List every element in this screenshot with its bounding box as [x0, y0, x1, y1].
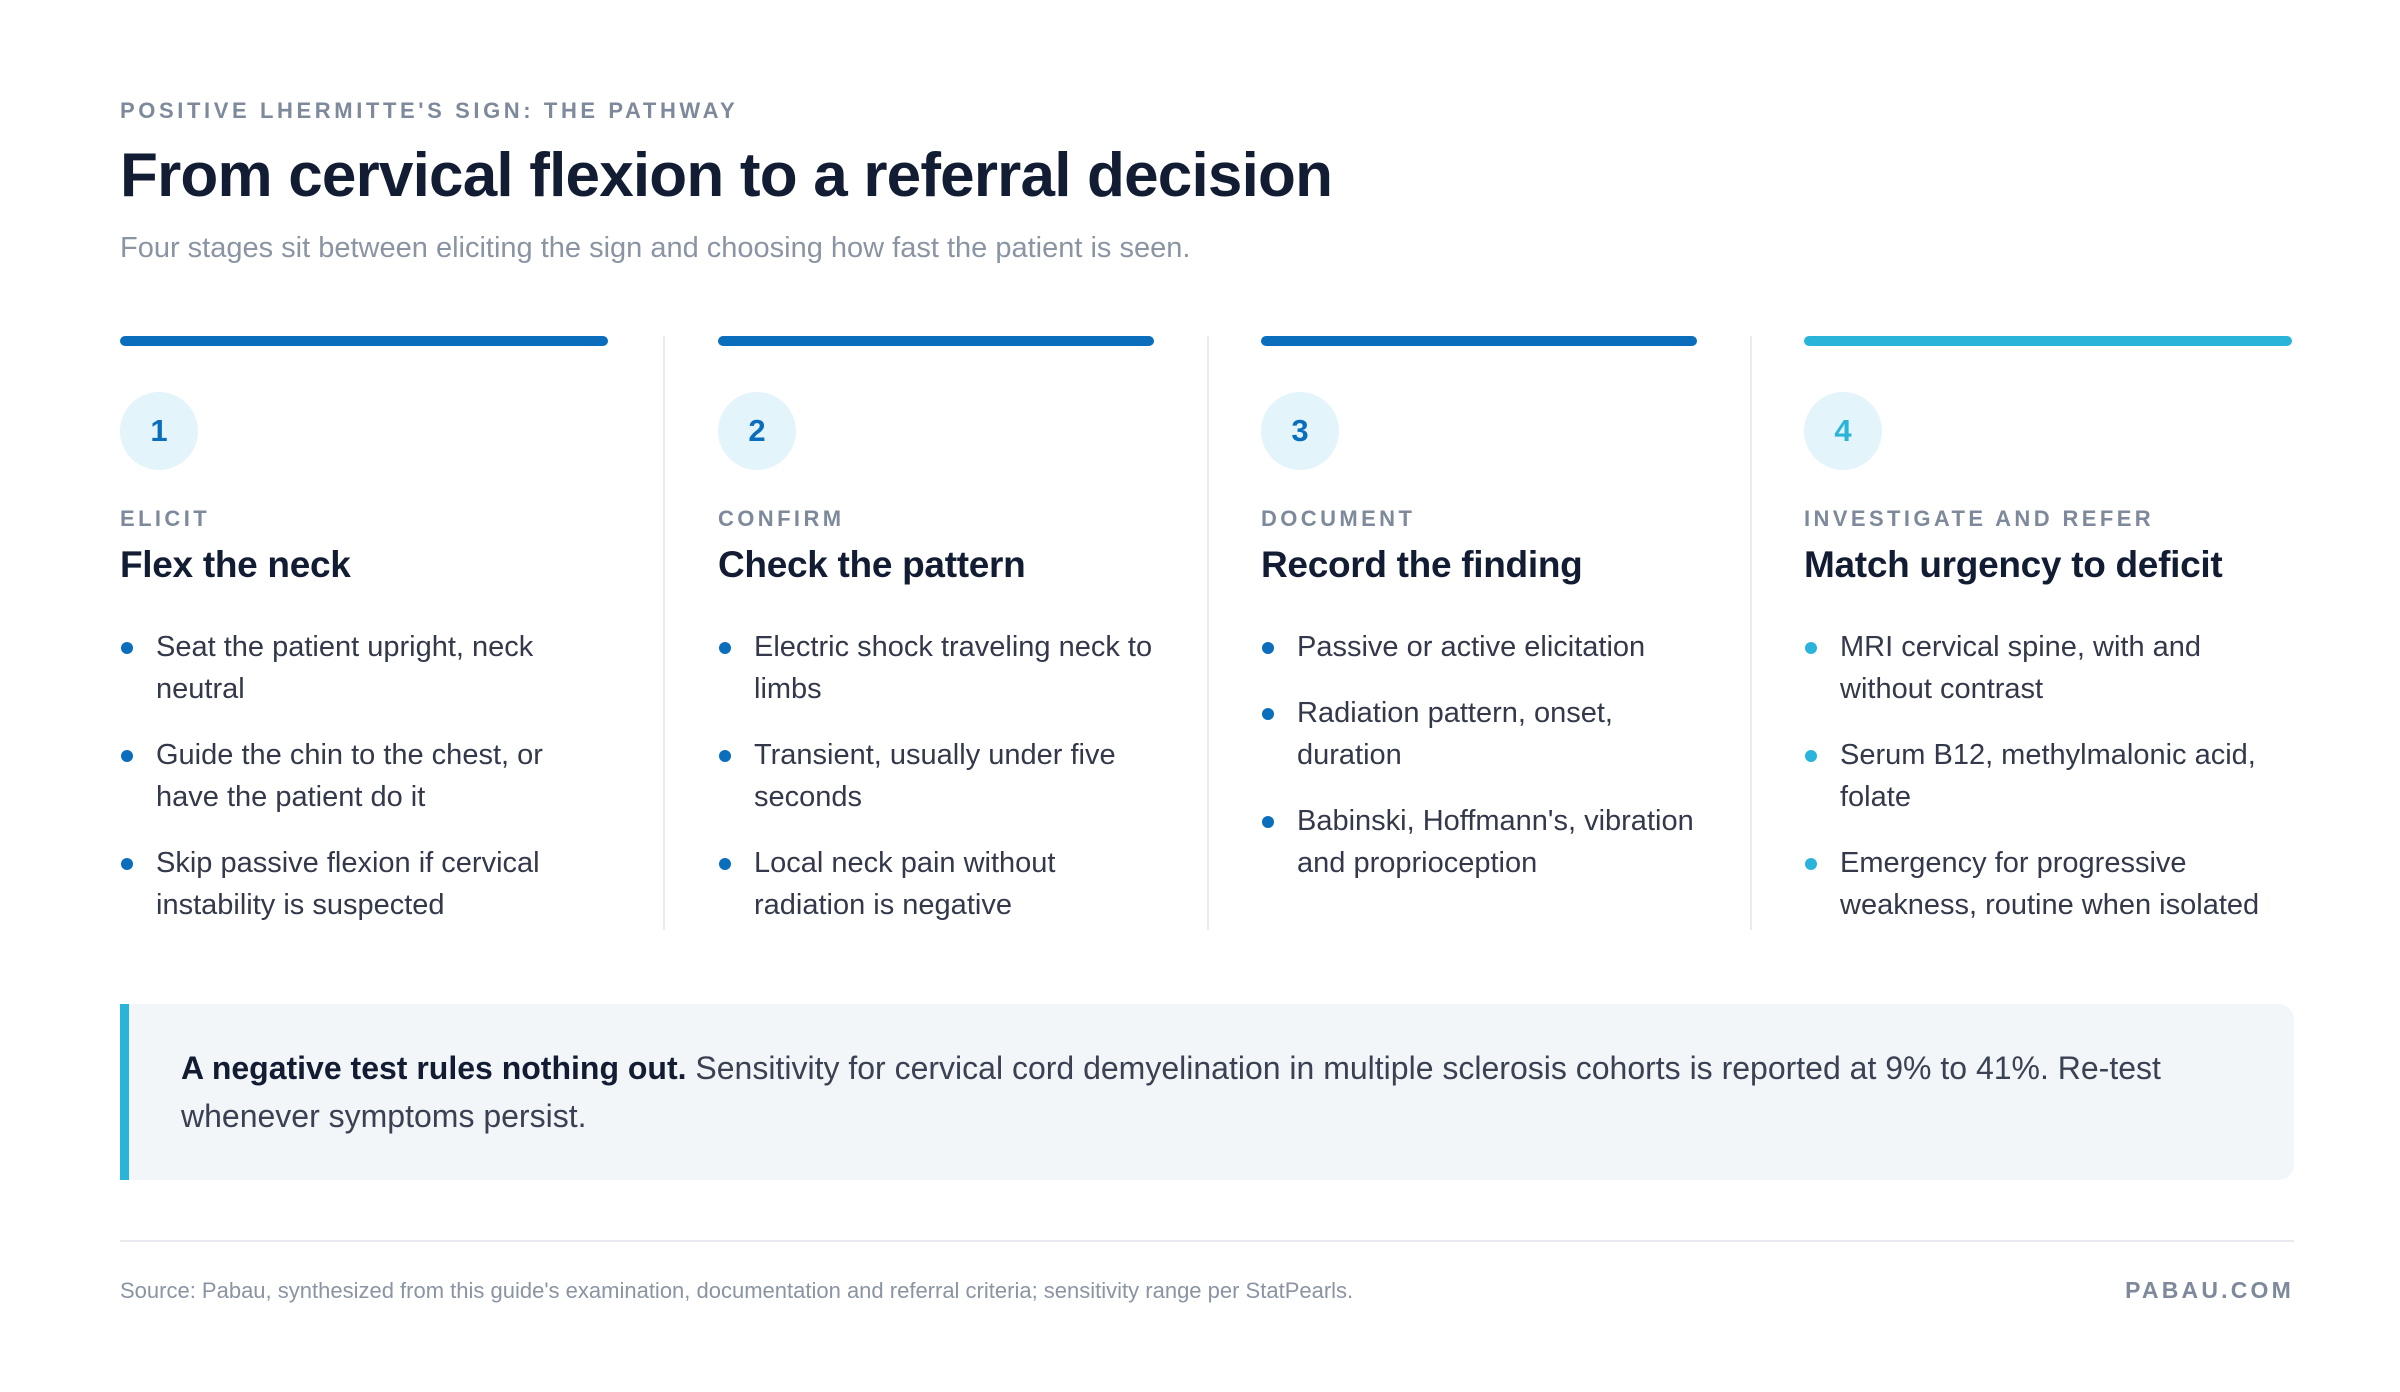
stage-list: Electric shock traveling neck to limbs T…: [718, 626, 1154, 950]
callout-body: Sensitivity for cervical cord demyelinat…: [181, 1050, 2161, 1134]
stage-label: CONFIRM: [718, 506, 845, 531]
list-item-text: Electric shock traveling neck to limbs: [754, 631, 1153, 705]
stage-number-badge: 2: [718, 392, 796, 470]
list-item: Guide the chin to the chest, or have the…: [120, 734, 570, 818]
list-item-text: Local neck pain without radiation is neg…: [754, 847, 1056, 921]
bullet-dot: [1262, 816, 1274, 828]
list-item: MRI cervical spine, with and without con…: [1804, 626, 2274, 710]
stage-column: 4 INVESTIGATE AND REFER Match urgency to…: [1804, 336, 2292, 930]
list-item-text: Serum B12, methylmalonic acid, folate: [1840, 739, 2256, 813]
page-subtitle: Four stages sit between eliciting the si…: [120, 232, 1191, 264]
stage-column: 2 CONFIRM Check the pattern Electric sho…: [718, 336, 1154, 930]
bullet-dot: [1262, 708, 1274, 720]
column-divider: [1207, 336, 1209, 930]
bullet-dot: [1805, 642, 1817, 654]
stage-label: DOCUMENT: [1261, 506, 1416, 531]
bullet-dot: [121, 642, 133, 654]
list-item: Electric shock traveling neck to limbs: [718, 626, 1154, 710]
bullet-dot: [1805, 858, 1817, 870]
stage-heading: Match urgency to deficit: [1804, 544, 2223, 585]
bullet-dot: [719, 750, 731, 762]
list-item-text: Transient, usually under five seconds: [754, 739, 1116, 813]
list-item: Passive or active elicitation: [1261, 626, 1697, 668]
list-item-text: Guide the chin to the chest, or have the…: [156, 739, 543, 813]
bullet-dot: [1262, 642, 1274, 654]
source-note: Source: Pabau, synthesized from this gui…: [120, 1278, 1354, 1303]
callout-accent-bar: [120, 1004, 129, 1180]
stage-accent-bar: [718, 336, 1154, 346]
stage-accent-bar: [1261, 336, 1697, 346]
stage-number-badge: 4: [1804, 392, 1882, 470]
stage-label: ELICIT: [120, 506, 211, 531]
list-item: Serum B12, methylmalonic acid, folate: [1804, 734, 2274, 818]
list-item-text: Seat the patient upright, neck neutral: [156, 631, 534, 705]
bullet-dot: [121, 858, 133, 870]
list-item: Babinski, Hoffmann's, vibration and prop…: [1261, 800, 1697, 884]
list-item: Local neck pain without radiation is neg…: [718, 842, 1154, 926]
stage-accent-bar: [1804, 336, 2292, 346]
stage-list: Passive or active elicitation Radiation …: [1261, 626, 1697, 908]
bullet-dot: [719, 642, 731, 654]
list-item: Radiation pattern, onset, duration: [1261, 692, 1697, 776]
stage-number-badge: 3: [1261, 392, 1339, 470]
list-item: Emergency for progressive weakness, rout…: [1804, 842, 2274, 926]
stage-list: MRI cervical spine, with and without con…: [1804, 626, 2274, 950]
list-item: Skip passive flexion if cervical instabi…: [120, 842, 570, 926]
stage-number-badge: 1: [120, 392, 198, 470]
callout-lead: A negative test rules nothing out.: [181, 1050, 687, 1086]
bullet-dot: [121, 750, 133, 762]
stage-heading: Record the finding: [1261, 544, 1583, 585]
column-divider: [663, 336, 665, 930]
bullet-dot: [719, 858, 731, 870]
bullet-dot: [1805, 750, 1817, 762]
stage-heading: Flex the neck: [120, 544, 351, 585]
list-item-text: Passive or active elicitation: [1297, 631, 1646, 663]
stage-column: 1 ELICIT Flex the neck Seat the patient …: [120, 336, 608, 930]
list-item-text: Emergency for progressive weakness, rout…: [1840, 847, 2260, 921]
stage-list: Seat the patient upright, neck neutral G…: [120, 626, 570, 950]
brand-wordmark: PABAU.COM: [2125, 1277, 2294, 1303]
stage-label: INVESTIGATE AND REFER: [1804, 506, 2155, 531]
callout-text: A negative test rules nothing out. Sensi…: [181, 1044, 2241, 1140]
list-item: Transient, usually under five seconds: [718, 734, 1154, 818]
footer-divider: [120, 1240, 2294, 1242]
stage-accent-bar: [120, 336, 608, 346]
list-item-text: Skip passive flexion if cervical instabi…: [156, 847, 540, 921]
list-item-text: Radiation pattern, onset, duration: [1297, 697, 1613, 771]
list-item-text: MRI cervical spine, with and without con…: [1840, 631, 2202, 705]
page-title: From cervical flexion to a referral deci…: [120, 141, 1333, 210]
stage-heading: Check the pattern: [718, 544, 1026, 585]
stage-column: 3 DOCUMENT Record the finding Passive or…: [1261, 336, 1697, 930]
list-item: Seat the patient upright, neck neutral: [120, 626, 570, 710]
list-item-text: Babinski, Hoffmann's, vibration and prop…: [1297, 805, 1694, 879]
callout-panel: A negative test rules nothing out. Sensi…: [120, 1004, 2294, 1180]
column-divider: [1750, 336, 1752, 930]
eyebrow-label: POSITIVE LHERMITTE'S SIGN: THE PATHWAY: [120, 98, 739, 123]
